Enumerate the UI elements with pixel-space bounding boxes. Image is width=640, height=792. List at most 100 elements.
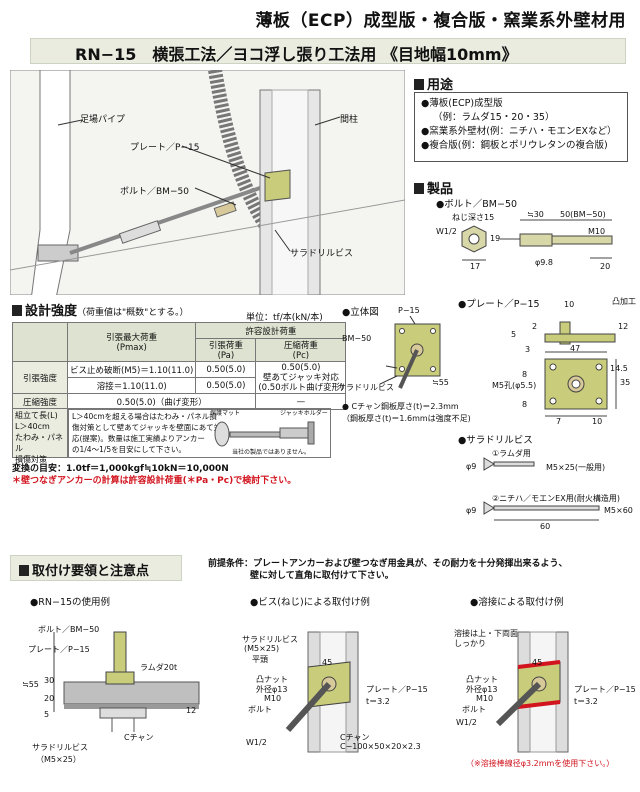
ex2-d45: 45 [322, 658, 333, 667]
bolt-phi98: φ9.8 [535, 258, 553, 267]
ex3-weld1: 溶接は上・下両面 [454, 629, 518, 638]
ex1-plate: プレート／P−15 [28, 645, 90, 654]
screw-phi9-b: φ9 [466, 506, 477, 515]
bolt-depth: ねじ深さ15 [452, 213, 495, 222]
ex1-title: ●RN−15の使用例 [30, 597, 111, 608]
screw-t2: ②ニチハ／モエンEX用(耐火構造用) [492, 494, 620, 503]
ex2-title: ●ビス(ねじ)による取付け例 [250, 597, 370, 608]
ex2-size: (M5×25) [244, 644, 280, 653]
ex2-t: t＝3.2 [366, 697, 390, 706]
strength-table-wrap: 引張最大荷重(Pmax) 許容設計荷重 引張荷重(Pa) 圧縮荷重(Pc) 引張… [12, 322, 347, 410]
plate-d10b: 10 [592, 417, 603, 426]
strength-table: 引張最大荷重(Pmax) 許容設計荷重 引張荷重(Pa) 圧縮荷重(Pc) 引張… [12, 322, 347, 410]
conversion-note: 変換の目安：1.0tf＝1,000kgf≒10kN＝10,000N [12, 464, 229, 474]
ex3-nut: 凸ナット [466, 675, 498, 684]
label-stud: 間柱 [340, 115, 359, 125]
square-bullet-icon [12, 305, 22, 316]
uses-item: （例：ラムダ15・20・35） [433, 112, 555, 123]
premise-1: 前提条件：プレートアンカーおよび壁つなぎ用金具が、その耐力を十分発揮出来るよう、 [208, 559, 568, 569]
iso-title: ●立体図 [342, 307, 379, 318]
ex2-screw: サラドリルビス [242, 635, 298, 644]
bolt-m10: M10 [588, 227, 606, 236]
ex3-bolt: ボルト [462, 705, 486, 714]
plate-d35: 35 [620, 378, 631, 387]
strength-heading: 設計強度（荷重値は"概数"とする。） [12, 300, 189, 319]
strength-unit: 単位：tf/本(kN/本) [246, 313, 323, 323]
iso-drawing [379, 316, 441, 389]
ex2-drawing [285, 631, 359, 753]
model-title: RN−15 横張工法／ヨコ浮し張り工法用 《目地幅10mm》 [75, 45, 518, 64]
plate-hole: M5孔(φ5.5) [492, 381, 537, 390]
uses-item: ●窯業系外壁材(例：ニチハ・モエンEXなど） [421, 126, 617, 137]
plate-convex: 凸加工 [612, 297, 636, 306]
uses-item: ●薄板(ECP)成型版 [421, 98, 503, 109]
ex1-screw: サラドリルビス [32, 743, 88, 752]
ex1-bolt: ボルト／BM−50 [38, 625, 100, 634]
ex1-d30: 30 [44, 676, 55, 685]
plate-title: ●プレート／P−15 [458, 299, 540, 310]
bolt-a50: 50(BM−50) [560, 210, 606, 219]
ex3-w12: W1/2 [456, 718, 477, 727]
uses-box: ●薄板(ECP)成型版 （例：ラムダ15・20・35） ●窯業系外壁材(例：ニチ… [414, 92, 628, 162]
screw-title: ●サラドリルビス [458, 435, 533, 446]
premise-2: 壁に対して直角に取付けて下さい。 [250, 571, 394, 581]
bolt-w: W1/2 [436, 227, 457, 236]
label-drill-screw: サラドリルビス [290, 249, 354, 259]
plate-d145: 14.5 [610, 364, 628, 373]
uses-item: ●複合版(例：鋼板とポリウレタンの複合版) [421, 140, 608, 151]
ex2-m10: M10 [264, 694, 282, 703]
screw-s2: M5×60 [604, 506, 633, 515]
length-condition: 組立て長(L) L＞40cm たわみ・パネル 損傷対策 [12, 408, 68, 464]
mat-label: 保護マット [210, 410, 241, 417]
iso-p15: P−15 [398, 306, 420, 315]
screw-drawing [483, 457, 600, 521]
plate-d5: 5 [511, 330, 517, 339]
jack-illustration [214, 421, 315, 447]
iso-screw: サラドリルビス [338, 383, 394, 392]
ex1-d12: 12 [186, 706, 197, 715]
plate-d2: 2 [532, 322, 538, 331]
model-bar: RN−15 横張工法／ヨコ浮し張り工法用 《目地幅10mm》 [30, 38, 626, 64]
screw-t1: ①ラムダ用 [492, 449, 531, 458]
plate-d47: 47 [570, 344, 581, 353]
ex1-screw-size: （M5×25） [36, 755, 81, 764]
plate-d12: 12 [618, 322, 629, 331]
iso-dim: ≒55 [432, 378, 449, 387]
label-plate: プレート／P−15 [130, 143, 200, 153]
ex2-nut: 凸ナット [256, 675, 288, 684]
bolt-drawing [461, 219, 613, 261]
label-scaffold-pipe: 足場パイプ [80, 115, 126, 125]
ex2-plate: プレート／P−15 [366, 685, 428, 694]
ex1-drawing [53, 631, 200, 732]
uses-title: 用途 [414, 74, 453, 93]
ex3-plate: プレート／P−15 [574, 685, 636, 694]
bolt-a30: ≒30 [527, 210, 544, 219]
ex3-weld-note: （※溶接棒線径φ3.2mmを使用下さい。） [466, 759, 615, 768]
ex2-nut-d: 外径φ13 [256, 685, 288, 694]
category-title: 薄板（ECP）成型版・複合版・窯業系外壁材用 [255, 11, 626, 31]
ex1-d20: 20 [44, 694, 55, 703]
screw-d60: 60 [540, 522, 551, 531]
ex3-title: ●溶接による取付け例 [470, 597, 564, 608]
ex1-cchan: Cチャン [124, 733, 154, 742]
ex3-m10: M10 [476, 694, 494, 703]
plate-d8b: 8 [522, 400, 528, 409]
main-illustration [10, 70, 405, 295]
iso-bm50: BM−50 [342, 334, 372, 343]
products-title: 製品 [414, 178, 453, 197]
ex2-cchan: Cチャン [340, 733, 370, 742]
ex3-t: t＝3.2 [574, 697, 598, 706]
label-bolt: ボルト／BM−50 [120, 187, 189, 197]
ex3-drawing [495, 631, 569, 753]
bolt-d19: 19 [490, 234, 501, 243]
ex3-weld2: しっかり [454, 639, 486, 648]
ex1-d55: ≒55 [22, 680, 39, 689]
warning-note: ＊壁つなぎアンカーの計算は許容設計荷重(＊Pa・Pc)で検討下さい。 [12, 476, 297, 486]
ex1-d5: 5 [44, 710, 50, 719]
square-bullet-icon [414, 79, 424, 90]
no-sale-note: 当社の製品ではありません。 [232, 449, 310, 456]
ex2-w12: W1/2 [246, 738, 267, 747]
screw-s1: M5×25(一般用) [546, 463, 606, 472]
square-bullet-icon [414, 183, 424, 194]
jack-label: ジャッキホルダー [280, 410, 328, 417]
